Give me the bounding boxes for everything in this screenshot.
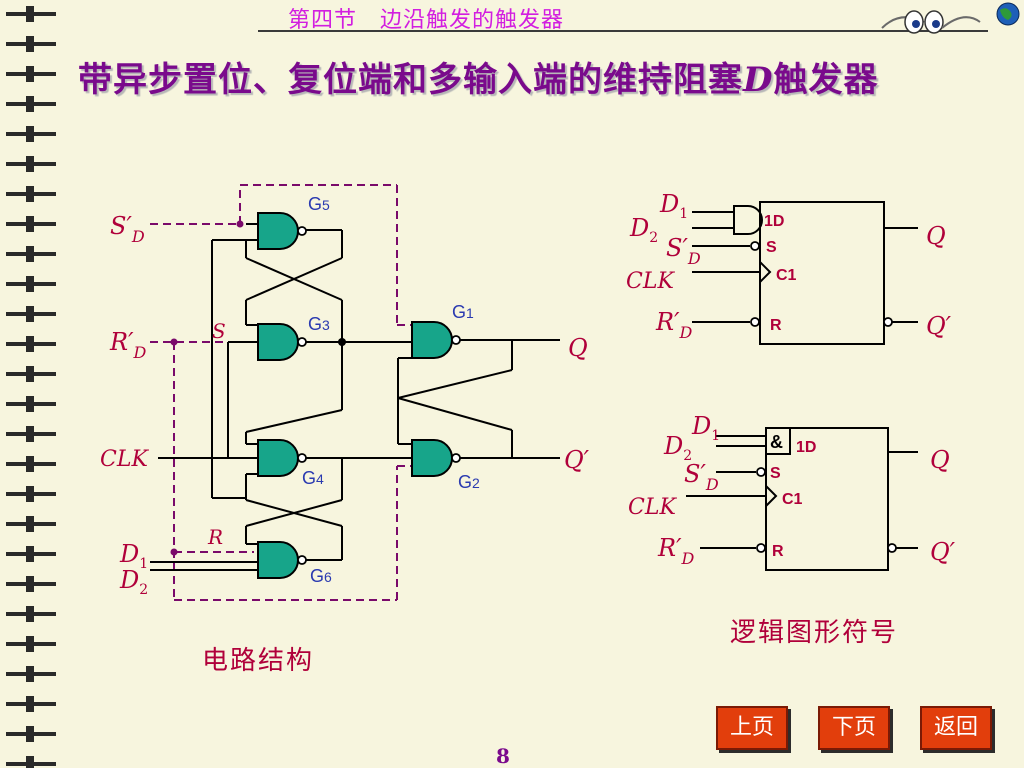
sym-top-q: Q: [926, 222, 946, 250]
label-qn: Q′: [564, 446, 590, 474]
binding-post: [26, 186, 34, 202]
slide-title-suffix: 触发器: [773, 60, 879, 100]
label-d2: D2: [119, 566, 148, 598]
junction-dots: [170, 220, 346, 556]
binding-post: [26, 126, 34, 142]
logic-symbol-top: 1D S C1 R D1 D2 S′D CLK R′D Q Q′: [626, 190, 952, 345]
globe-icon: [996, 2, 1020, 26]
label-s-internal: S: [212, 319, 226, 343]
binding-post: [26, 516, 34, 532]
sym-bottom-rd: R′D: [657, 534, 695, 568]
binding-post: [26, 66, 34, 82]
circuit-structure: [150, 184, 560, 601]
sym-top-pin-r: R: [770, 317, 782, 334]
gate-label-g6: G6: [310, 566, 332, 586]
circuit-signal-labels: S′D R′D CLK D1 D2 S R Q Q′: [100, 212, 590, 598]
sym-bottom-qn: Q′: [930, 538, 956, 566]
logic-symbol-bottom: & 1D S C1 R D1 D2 S′D CLK R′D Q Q′: [628, 412, 956, 571]
binding-post: [26, 726, 34, 742]
sym-top-qn: Q′: [926, 312, 952, 340]
label-sd: S′D: [110, 212, 145, 246]
binding-post: [26, 6, 34, 22]
binding-post: [26, 606, 34, 622]
sym-bottom-pin-s: S: [770, 465, 781, 482]
sym-bottom-sd: S′D: [684, 460, 719, 494]
binding-post: [26, 306, 34, 322]
binding-post: [26, 456, 34, 472]
gate-label-g5: G5: [308, 194, 330, 214]
gate-g6: [257, 541, 307, 579]
sym-bottom-and-mark: &: [770, 432, 783, 452]
sym-bottom-d2: D2: [663, 432, 692, 464]
header-decoration: [881, 2, 1020, 34]
gate-label-g2: G2: [458, 472, 480, 492]
gate-g5: [257, 212, 307, 250]
sym-top-d2: D2: [629, 214, 658, 246]
binding-post: [26, 336, 34, 352]
sym-top-pin-c1: C1: [776, 267, 797, 284]
binding-post: [26, 36, 34, 52]
binding-post: [26, 426, 34, 442]
sym-top-pin-s: S: [766, 239, 777, 256]
binding-post: [26, 636, 34, 652]
sym-bottom-clk: CLK: [628, 495, 677, 520]
sym-bottom-pin-1d: 1D: [796, 439, 816, 456]
sym-top-sd: S′D: [666, 234, 701, 268]
binding-post: [26, 696, 34, 712]
sym-top-pin-1d: 1D: [764, 213, 784, 230]
label-r-internal: R: [207, 525, 223, 549]
next-page-button[interactable]: 下页: [818, 706, 890, 750]
binding-post: [26, 756, 34, 768]
gate-label-g4: G4: [302, 468, 324, 488]
binding-post: [26, 666, 34, 682]
label-d1: D1: [119, 540, 148, 572]
label-rd: R′D: [109, 328, 147, 362]
gate-labels: G5 G3 G4 G6 G1 G2: [302, 194, 480, 586]
page-number: 8: [496, 744, 510, 768]
gate-g4: [257, 439, 307, 477]
sym-bottom-pin-r: R: [772, 543, 784, 560]
slide-title-prefix: 带异步置位、复位端和多输入端的维持阻塞: [78, 60, 743, 100]
header-divider: [258, 30, 988, 32]
gate-label-g1: G1: [452, 302, 474, 322]
binding-post: [26, 576, 34, 592]
slide-title-italic: D: [743, 60, 774, 100]
sym-bottom-d1: D1: [691, 412, 720, 444]
sym-bottom-pin-c1: C1: [782, 491, 803, 508]
sym-top-clk: CLK: [626, 269, 675, 294]
slide-title: 带异步置位、复位端和多输入端的维持阻塞D触发器: [78, 52, 878, 101]
binding-post: [26, 156, 34, 172]
gate-g3: [257, 323, 307, 361]
prev-page-button[interactable]: 上页: [716, 706, 788, 750]
circuit-caption: 电路结构: [202, 646, 315, 676]
binding-post: [26, 96, 34, 112]
sym-top-d1: D1: [659, 190, 688, 222]
binding-post: [26, 216, 34, 232]
binding-post: [26, 246, 34, 262]
binding-post: [26, 276, 34, 292]
section-title: 第四节 边沿触发的触发器: [288, 8, 565, 33]
binding-post: [26, 396, 34, 412]
gate-g1: [411, 321, 461, 359]
spiral-binding-icon: [6, 6, 56, 768]
gate-g2: [411, 439, 461, 477]
binding-post: [26, 546, 34, 562]
label-q: Q: [568, 334, 588, 362]
sym-bottom-q: Q: [930, 446, 950, 474]
sym-top-rd: R′D: [655, 308, 693, 342]
label-clk: CLK: [100, 447, 149, 472]
symbols-caption: 逻辑图形符号: [730, 618, 899, 648]
binding-post: [26, 366, 34, 382]
back-button[interactable]: 返回: [920, 706, 992, 750]
eyes-icon: [881, 10, 981, 34]
binding-post: [26, 486, 34, 502]
gate-label-g3: G3: [308, 314, 330, 334]
